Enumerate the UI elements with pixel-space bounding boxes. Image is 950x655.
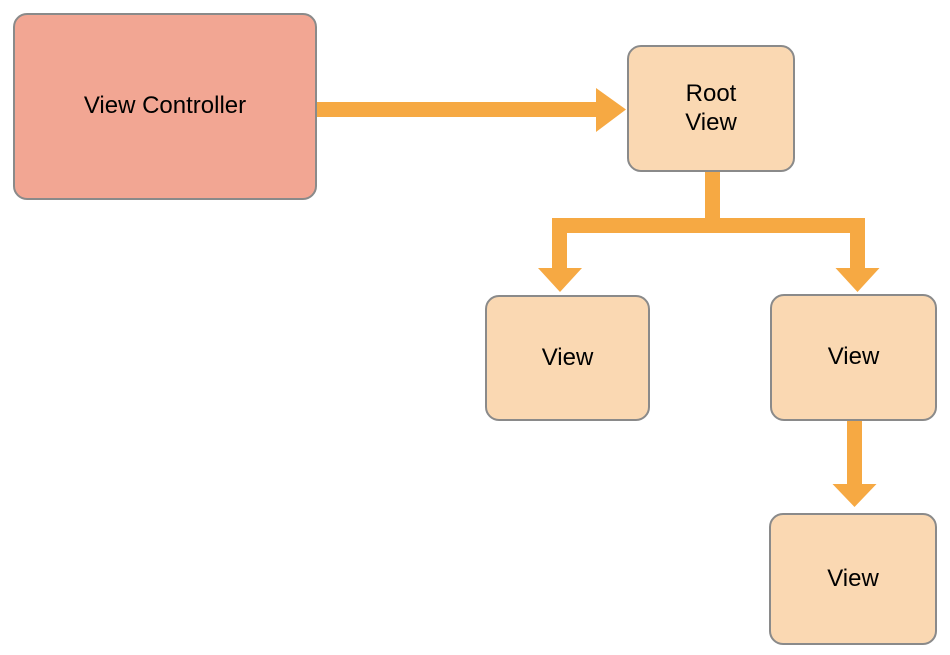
node-label: View [541,343,594,371]
connector-bar-right [705,218,865,233]
node-label: View [827,564,879,592]
node-label: View [827,343,880,371]
node-label: Root View [685,79,737,136]
arrow-down-icon [835,268,880,292]
arrow-down-icon [538,268,582,292]
edge-viewright-viewbottom [832,420,877,507]
node-label: View Controller [83,92,247,120]
connector-shaft [847,420,862,485]
connector-arm-left [552,230,567,269]
node-view-right: View [770,294,937,421]
connector-stem [705,172,720,233]
node-view-bottom: View [769,513,937,645]
connector-arm-right [850,230,865,269]
arrow-right-icon [317,88,626,132]
node-view-left: View [485,295,650,421]
connector-bar-left [552,218,720,233]
arrow-down-icon [832,484,877,507]
node-root-view: Root View [627,45,795,172]
edge-rootview-viewleft [538,172,720,292]
edge-rootview-viewright [705,218,880,292]
edge-viewcontroller-rootview [317,88,626,132]
node-view-controller: View Controller [13,13,317,200]
